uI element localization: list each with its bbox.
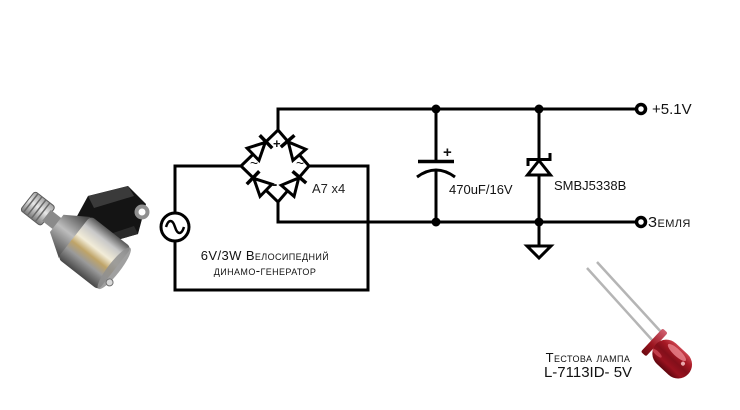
- bridge-ac-left-label: ~: [250, 155, 259, 171]
- diode-top-left: [244, 134, 274, 164]
- ground-output-label: Земля: [648, 214, 691, 231]
- led-leg: [596, 261, 663, 334]
- bracket-eyelet: [134, 204, 150, 220]
- ac-source-icon: [159, 211, 191, 243]
- positive-output-label: +5.1V: [652, 101, 692, 118]
- bridge-ac-right-label: ~: [296, 155, 305, 171]
- led-body: [641, 329, 693, 379]
- bridge-plus-label: +: [273, 136, 281, 151]
- junction-dots: [431, 104, 544, 227]
- diode-bottom-left: [245, 170, 275, 200]
- diode-bottom-right: [278, 169, 308, 200]
- capacitor-icon: [416, 109, 456, 222]
- bridge-part-label: A7 x4: [312, 181, 346, 196]
- dynamo-body: [20, 191, 131, 290]
- led-caption-line2: L-7113ID- 5V: [543, 364, 633, 381]
- bridge-minus-label: -: [272, 176, 278, 193]
- generator-loop-wire: [173, 164, 370, 292]
- tvs-part-label: SMBJ5338B: [554, 178, 627, 193]
- generator-label-line1: 6V/3W Велосипедний: [200, 248, 330, 263]
- generator-label-line2: динамо-генератор: [213, 263, 317, 278]
- tvs-diode-icon: [524, 109, 554, 246]
- diode-top-right: [279, 133, 309, 164]
- positive-terminal: [634, 102, 648, 116]
- ground-terminal: [634, 215, 648, 229]
- output-terminals: [634, 102, 648, 229]
- ground-icon: [523, 244, 555, 261]
- capacitor-value-label: 470uF/16V: [449, 182, 513, 197]
- dynamo-photo: [20, 186, 150, 290]
- led-photo: [586, 261, 693, 379]
- dc-rails: [276, 107, 637, 224]
- led-caption-line1: Тестова лампа: [545, 350, 631, 365]
- led-leg: [586, 267, 654, 342]
- capacitor-plus-label: +: [443, 144, 452, 161]
